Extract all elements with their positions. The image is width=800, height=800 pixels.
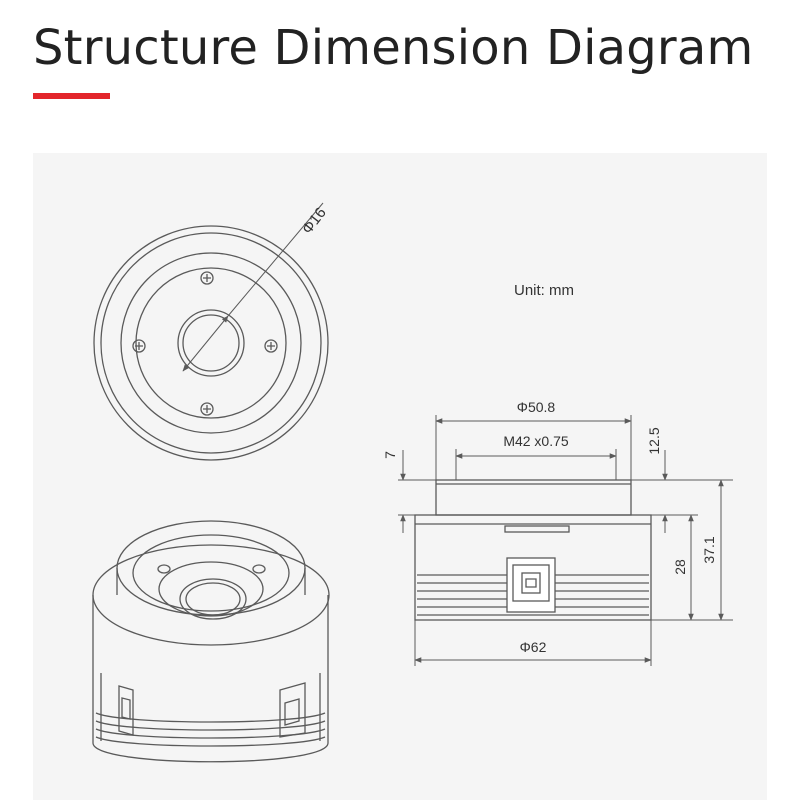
aperture-outer: [177, 309, 245, 377]
label-inner-aperture: Φ16: [299, 204, 330, 237]
top-view: [93, 202, 329, 461]
label-body-diameter: Φ62: [520, 639, 547, 655]
label-total-height: 37.1: [701, 536, 717, 563]
isometric-view: [92, 520, 330, 763]
screw-left: [132, 339, 146, 353]
side-usb-port: [506, 557, 556, 613]
screw-bottom: [200, 402, 214, 416]
mount-face: [135, 267, 287, 419]
screw-right: [264, 339, 278, 353]
aperture-dimension-line: [182, 315, 229, 372]
label-body-height: 28: [672, 559, 688, 575]
label-thread: M42 x0.75: [503, 433, 569, 449]
page-title: Structure Dimension Diagram: [33, 20, 754, 76]
diagram-panel: Φ16 Unit: mm: [33, 153, 767, 800]
dimension-diagram: Φ16 Unit: mm: [92, 202, 733, 763]
outer-ring-inner: [100, 232, 322, 454]
aperture-inner: [182, 314, 240, 372]
title-underline: [33, 93, 110, 99]
label-front-height: 12.5: [646, 427, 662, 454]
label-front-depth: 7: [382, 451, 398, 459]
label-front-diameter: Φ50.8: [517, 399, 556, 415]
aperture-leader-line: [227, 202, 324, 317]
iso-port-right: [279, 682, 306, 738]
iso-port-left: [118, 685, 134, 736]
dimension-lines: [398, 415, 733, 666]
outer-ring: [93, 225, 329, 461]
unit-label: Unit: mm: [514, 282, 574, 299]
screw-top: [200, 271, 214, 285]
side-view: [414, 479, 652, 621]
flange-ring: [120, 252, 302, 434]
